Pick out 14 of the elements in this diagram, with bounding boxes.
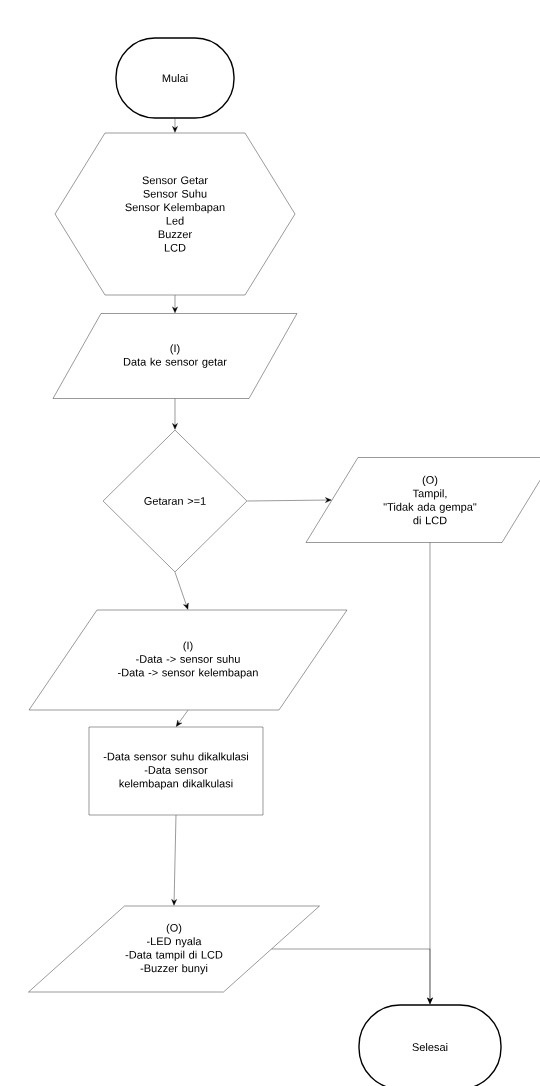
arrow [172,118,178,133]
process-box: -Data sensor suhu dikalkulasi -Data sensor kelembapan dikalkulasi [88,726,264,816]
arrow [171,815,177,906]
arrow [172,398,178,430]
arrow [271,948,433,1004]
input-output-parallelogram: (I) -Data -> sensor suhu -Data -> sensor kelembapan [28,609,348,711]
input-output-parallelogram: (I) Data ke sensor getar [52,313,298,399]
arrow [176,710,189,727]
input-output-parallelogram: (O) Tampil, "Tidak ada gempa" di LCD [305,457,540,543]
arrow [247,497,332,503]
arrow [174,572,189,610]
arrow [172,295,178,313]
input-output-parallelogram: (O) -LED nyala -Data tampil di LCD -Buzzer bunyi [28,905,320,993]
preparation-hexagon: Sensor Getar Sensor Suhu Sensor Kelembapan Led Buzzer LCD [54,132,296,296]
